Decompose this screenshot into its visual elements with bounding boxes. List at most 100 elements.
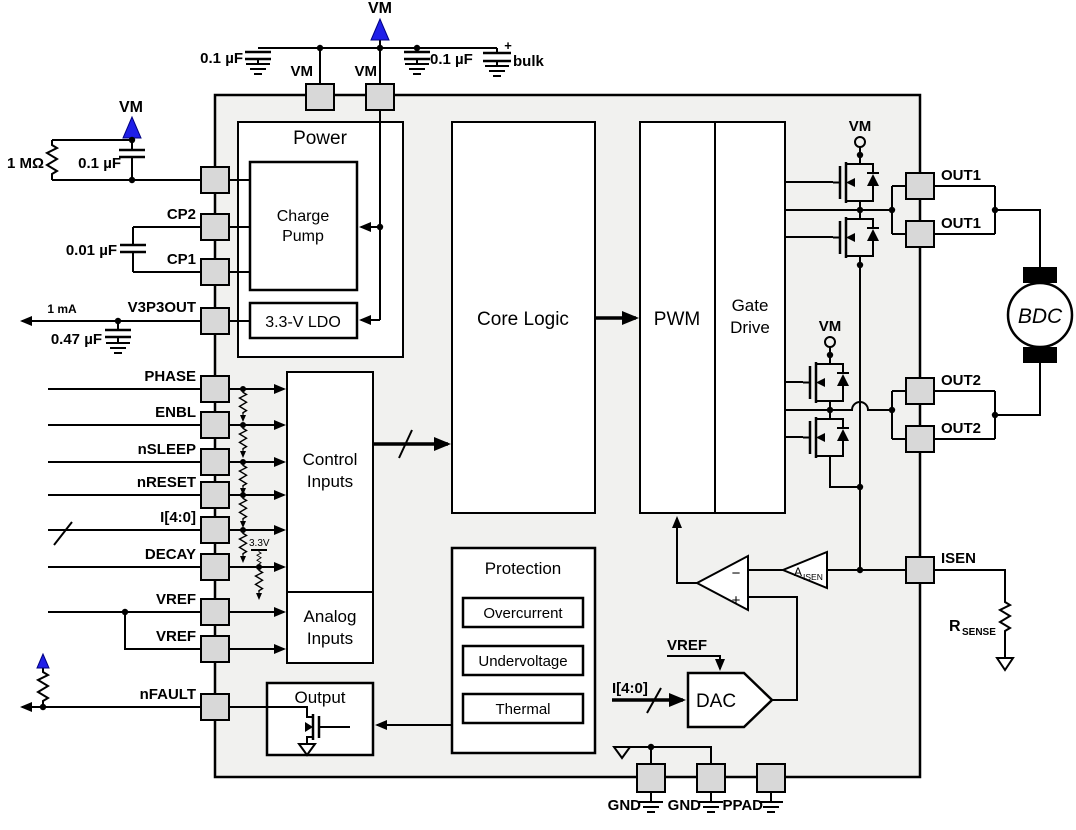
overcurrent-label: Overcurrent <box>483 605 563 622</box>
comparator-minus-label: − <box>732 565 741 582</box>
power-block: Power Charge Pump 3.3-V LDO <box>229 110 404 358</box>
v33-label: 3.3V <box>249 538 270 549</box>
pin-out1-a <box>905 172 935 200</box>
cap-icon <box>103 328 133 339</box>
core-logic-label: Core Logic <box>477 309 569 330</box>
rsense-label: R <box>949 618 961 635</box>
pin-nreset-label: nRESET <box>137 474 196 491</box>
pin-out2b-label: OUT2 <box>941 420 981 437</box>
pin-i40-label: I[4:0] <box>160 509 196 526</box>
bus-slash-icon <box>646 687 662 714</box>
pin-nfault-label: nFAULT <box>140 686 196 703</box>
pin-vref-1 <box>200 598 230 626</box>
vcp-network: VM 1 MΩ 0.1 µF <box>7 99 201 184</box>
pin-out1-b <box>905 220 935 248</box>
rsense-sub-label: SENSE <box>962 627 996 638</box>
pin-vm-right-label: VM <box>355 63 378 80</box>
pin-gnd2-label: GND <box>668 797 702 814</box>
pin-vm-2 <box>365 83 395 111</box>
pwm-box <box>639 121 716 514</box>
motor-brush-icon <box>1023 347 1057 363</box>
pin-out1b-label: OUT1 <box>941 215 981 232</box>
cap-value-label: 0.01 µF <box>66 242 117 259</box>
control-input-wires: PHASE ENBL nSLEEP nRESET I[4:0] DECAY <box>48 368 201 568</box>
pin-v3p3out <box>200 307 230 335</box>
motor-brush-icon <box>1023 267 1057 283</box>
pullup-supply-arrow-icon <box>36 652 50 669</box>
aisen-label: A <box>794 565 802 579</box>
pin-v3p3out-label: V3P3OUT <box>128 299 196 316</box>
pin-phase-label: PHASE <box>144 368 196 385</box>
power-title: Power <box>293 128 348 149</box>
pin-gnd-1 <box>636 763 666 793</box>
charge-pump-box <box>248 160 359 292</box>
logic-blocks: Core Logic PWM Gate Drive <box>451 121 786 514</box>
undervoltage-label: Undervoltage <box>478 653 567 670</box>
half-bridge-1: VM <box>785 118 906 570</box>
comparator-icon <box>694 554 749 612</box>
nfault-network: nFAULT <box>20 652 201 712</box>
thermal-box <box>461 692 585 725</box>
ground-icon <box>404 63 430 75</box>
ground-icon <box>484 65 510 77</box>
internal-ground-icon <box>612 746 632 760</box>
motor-network: BDC OUT1 OUT1 OUT2 OUT2 <box>934 167 1074 440</box>
resistor-icon <box>46 142 58 178</box>
vm-label: VM <box>849 118 872 135</box>
pin-nsleep-label: nSLEEP <box>138 441 196 458</box>
bulk-plus-label: + <box>504 38 512 53</box>
pin-cp2-label: CP2 <box>167 206 196 223</box>
pin-out2-b <box>905 425 935 453</box>
pin-isen <box>905 556 935 584</box>
pin-out1a-label: OUT1 <box>941 167 981 184</box>
pin-gnd1-label: GND <box>608 797 642 814</box>
ground-icon <box>698 801 724 813</box>
dac-vref-label: VREF <box>667 637 707 654</box>
thermal-label: Thermal <box>495 701 550 718</box>
cap-icon <box>402 50 432 61</box>
protection-block: Protection Overcurrent Undervoltage Ther… <box>375 546 597 755</box>
protection-title: Protection <box>485 559 562 578</box>
dac-label: DAC <box>696 691 736 712</box>
gate-drive-box <box>714 121 786 514</box>
cap-value-label: 0.1 µF <box>200 50 243 67</box>
pin-vcp <box>200 166 230 194</box>
core-logic-box <box>451 121 596 514</box>
pin-decay-label: DECAY <box>145 546 196 563</box>
bus-slash-icon <box>398 429 413 459</box>
ground-icon <box>105 342 131 354</box>
charge-pump-label2: Pump <box>282 228 324 245</box>
cap-icon <box>243 50 273 61</box>
output-title: Output <box>294 688 345 707</box>
cap-value-label: 0.1 µF <box>430 51 473 68</box>
pin-enbl-label: ENBL <box>155 404 196 421</box>
gate-drive-label: Gate <box>732 296 769 315</box>
half-bridge-2: VM <box>785 318 906 574</box>
resistor-value-label: 1 MΩ <box>7 155 44 172</box>
pin-ppad-label: PPAD <box>722 797 763 814</box>
vm-supply-arrow-icon <box>370 17 390 41</box>
ground-icon <box>638 801 664 813</box>
pin-out2a-label: OUT2 <box>941 372 981 389</box>
top-decoupling-network: VM 0.1 µF VM VM 0.1 µF + bulk <box>200 0 544 84</box>
pin-enbl <box>200 411 230 439</box>
open-drain-fet-icon <box>267 706 350 757</box>
analog-inputs-box <box>286 591 374 664</box>
pin-nreset <box>200 481 230 509</box>
vref-wires: VREF VREF <box>48 591 201 650</box>
input-blocks: 3.3V Control Inputs Analog Inputs <box>229 371 451 664</box>
cap-value-label: 0.47 µF <box>51 331 102 348</box>
pwm-label: PWM <box>654 309 700 330</box>
ground-network: GND GND PPAD <box>608 743 784 814</box>
package-pins <box>200 83 935 793</box>
pin-ppad <box>756 763 786 793</box>
control-inputs-label2: Inputs <box>307 472 353 491</box>
pin-decay <box>200 553 230 581</box>
pin-vref-2 <box>200 635 230 663</box>
current-label: 1 mA <box>47 302 77 316</box>
pin-vref2-label: VREF <box>156 628 196 645</box>
pin-vref1-label: VREF <box>156 591 196 608</box>
current-regulation-path: − + A ISEN DAC VREF I[4:0] <box>612 516 828 729</box>
pin-i40 <box>200 516 230 544</box>
